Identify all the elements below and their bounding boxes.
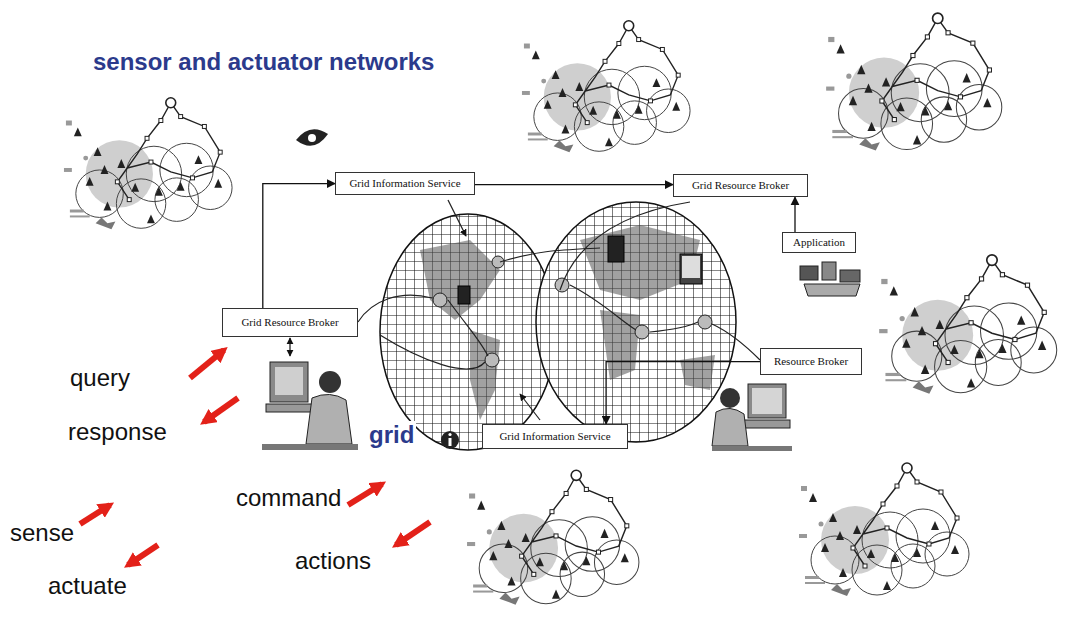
world-grid-map-part-part [560, 202, 690, 290]
box-text: Grid Resource Broker [682, 179, 799, 192]
information-service-box: Grid Information Service [335, 172, 475, 195]
world-grid-map-part [433, 256, 712, 367]
world-grid-map-part [448, 200, 466, 236]
world-grid-map-part [358, 202, 760, 369]
box-text: Application [791, 236, 847, 249]
sensor-network-thumbnails-part [826, 13, 1002, 150]
box-text: Grid Information Service [344, 177, 466, 190]
application-icon-part [800, 266, 818, 280]
flow-label: command [236, 484, 341, 512]
world-grid-map-part-part [433, 293, 447, 307]
diagram-title: sensor and actuator networks [93, 48, 434, 76]
world-grid-map-part-part [680, 355, 715, 390]
red-flow-arrows [80, 350, 430, 565]
box-text: Resource Broker [769, 355, 853, 368]
world-grid-map-part [458, 236, 702, 304]
world-grid-map [358, 200, 760, 450]
red-flow-arrows-part [190, 350, 224, 378]
world-grid-map-part-part [358, 295, 432, 322]
world-grid-map-part-part [580, 225, 700, 300]
user-workstation-part [266, 404, 312, 412]
application-box: Application [782, 232, 856, 253]
information-icons-part [308, 134, 316, 142]
remote-workstation-part [748, 384, 786, 418]
resource-broker-box: Grid Resource Broker [673, 174, 808, 197]
user-workstation-part [289, 338, 290, 356]
flow-label: actuate [48, 572, 127, 600]
world-grid-map-part-part [458, 286, 470, 304]
sensor-network-thumbnails-part [799, 463, 969, 596]
red-flow-arrows-part [204, 398, 238, 422]
remote-workstation-part [742, 420, 790, 428]
red-flow-arrows-part [396, 522, 430, 545]
world-grid-map-part-part [500, 248, 600, 262]
world-grid-map-part [536, 202, 736, 442]
world-grid-map-part-part [492, 256, 504, 268]
world-grid-map-part-part [448, 300, 488, 356]
application-icon [800, 262, 860, 296]
information-icons-part [441, 431, 459, 449]
world-grid-map-part [380, 214, 556, 450]
box-text: Grid Resource Broker [231, 316, 349, 329]
world-grid-map-part-part [570, 285, 636, 330]
world-grid-map-part-part [698, 315, 712, 329]
sensor-network-thumbnails-part [64, 98, 232, 230]
remote-workstation-part [752, 388, 782, 414]
remote-workstation [712, 384, 792, 451]
remote-workstation-part [712, 408, 748, 446]
flow-label: response [68, 418, 167, 446]
information-icons-part [296, 129, 328, 146]
red-flow-arrows-part [348, 484, 382, 505]
flow-label: actions [295, 547, 371, 575]
user-workstation-part [319, 371, 341, 393]
connector [263, 184, 335, 308]
information-service-box: Grid Information Service [482, 424, 628, 449]
world-grid-map-part [420, 225, 715, 420]
sensor-network-thumbnails [64, 13, 1057, 605]
world-grid-map-part-part [712, 324, 760, 360]
information-icons-part [449, 438, 452, 446]
flow-label: sense [10, 519, 74, 547]
grid-label: grid [367, 421, 416, 449]
world-grid-map-part-part [380, 335, 485, 369]
user-workstation-part [306, 394, 352, 444]
user-workstation [262, 338, 358, 450]
remote-workstation-part [720, 388, 740, 408]
world-grid-map-part-part [420, 240, 500, 320]
user-workstation-part [262, 444, 358, 450]
flow-label: query [70, 364, 130, 392]
world-grid-map-part [682, 256, 700, 278]
application-icon-part [822, 262, 836, 280]
sensor-network-thumbnails-part [522, 21, 690, 153]
red-flow-arrows-part [80, 505, 110, 524]
world-grid-map-part-part [470, 330, 500, 420]
sensor-network-thumbnails-part [467, 470, 639, 604]
world-grid-map-part-part [608, 236, 624, 262]
user-workstation-part [275, 367, 303, 395]
red-flow-arrows-part [128, 545, 158, 565]
connector [475, 184, 673, 185]
world-grid-map-part [520, 394, 540, 420]
world-grid-map-part-part [635, 325, 649, 339]
application-icon-part [840, 270, 860, 282]
world-grid-map-part-part [650, 322, 698, 332]
box-text: Grid Information Service [491, 430, 619, 443]
resource-broker-box: Grid Resource Broker [222, 308, 358, 337]
information-icons-part [448, 433, 451, 436]
world-grid-map-part-part [680, 254, 702, 284]
sensor-network-thumbnails-part [879, 255, 1057, 394]
connector [794, 197, 795, 232]
resource-broker-box: Resource Broker [760, 348, 862, 375]
user-workstation-part [270, 362, 308, 402]
application-icon-part [804, 284, 860, 296]
connector [606, 362, 760, 424]
remote-workstation-part [712, 446, 792, 451]
